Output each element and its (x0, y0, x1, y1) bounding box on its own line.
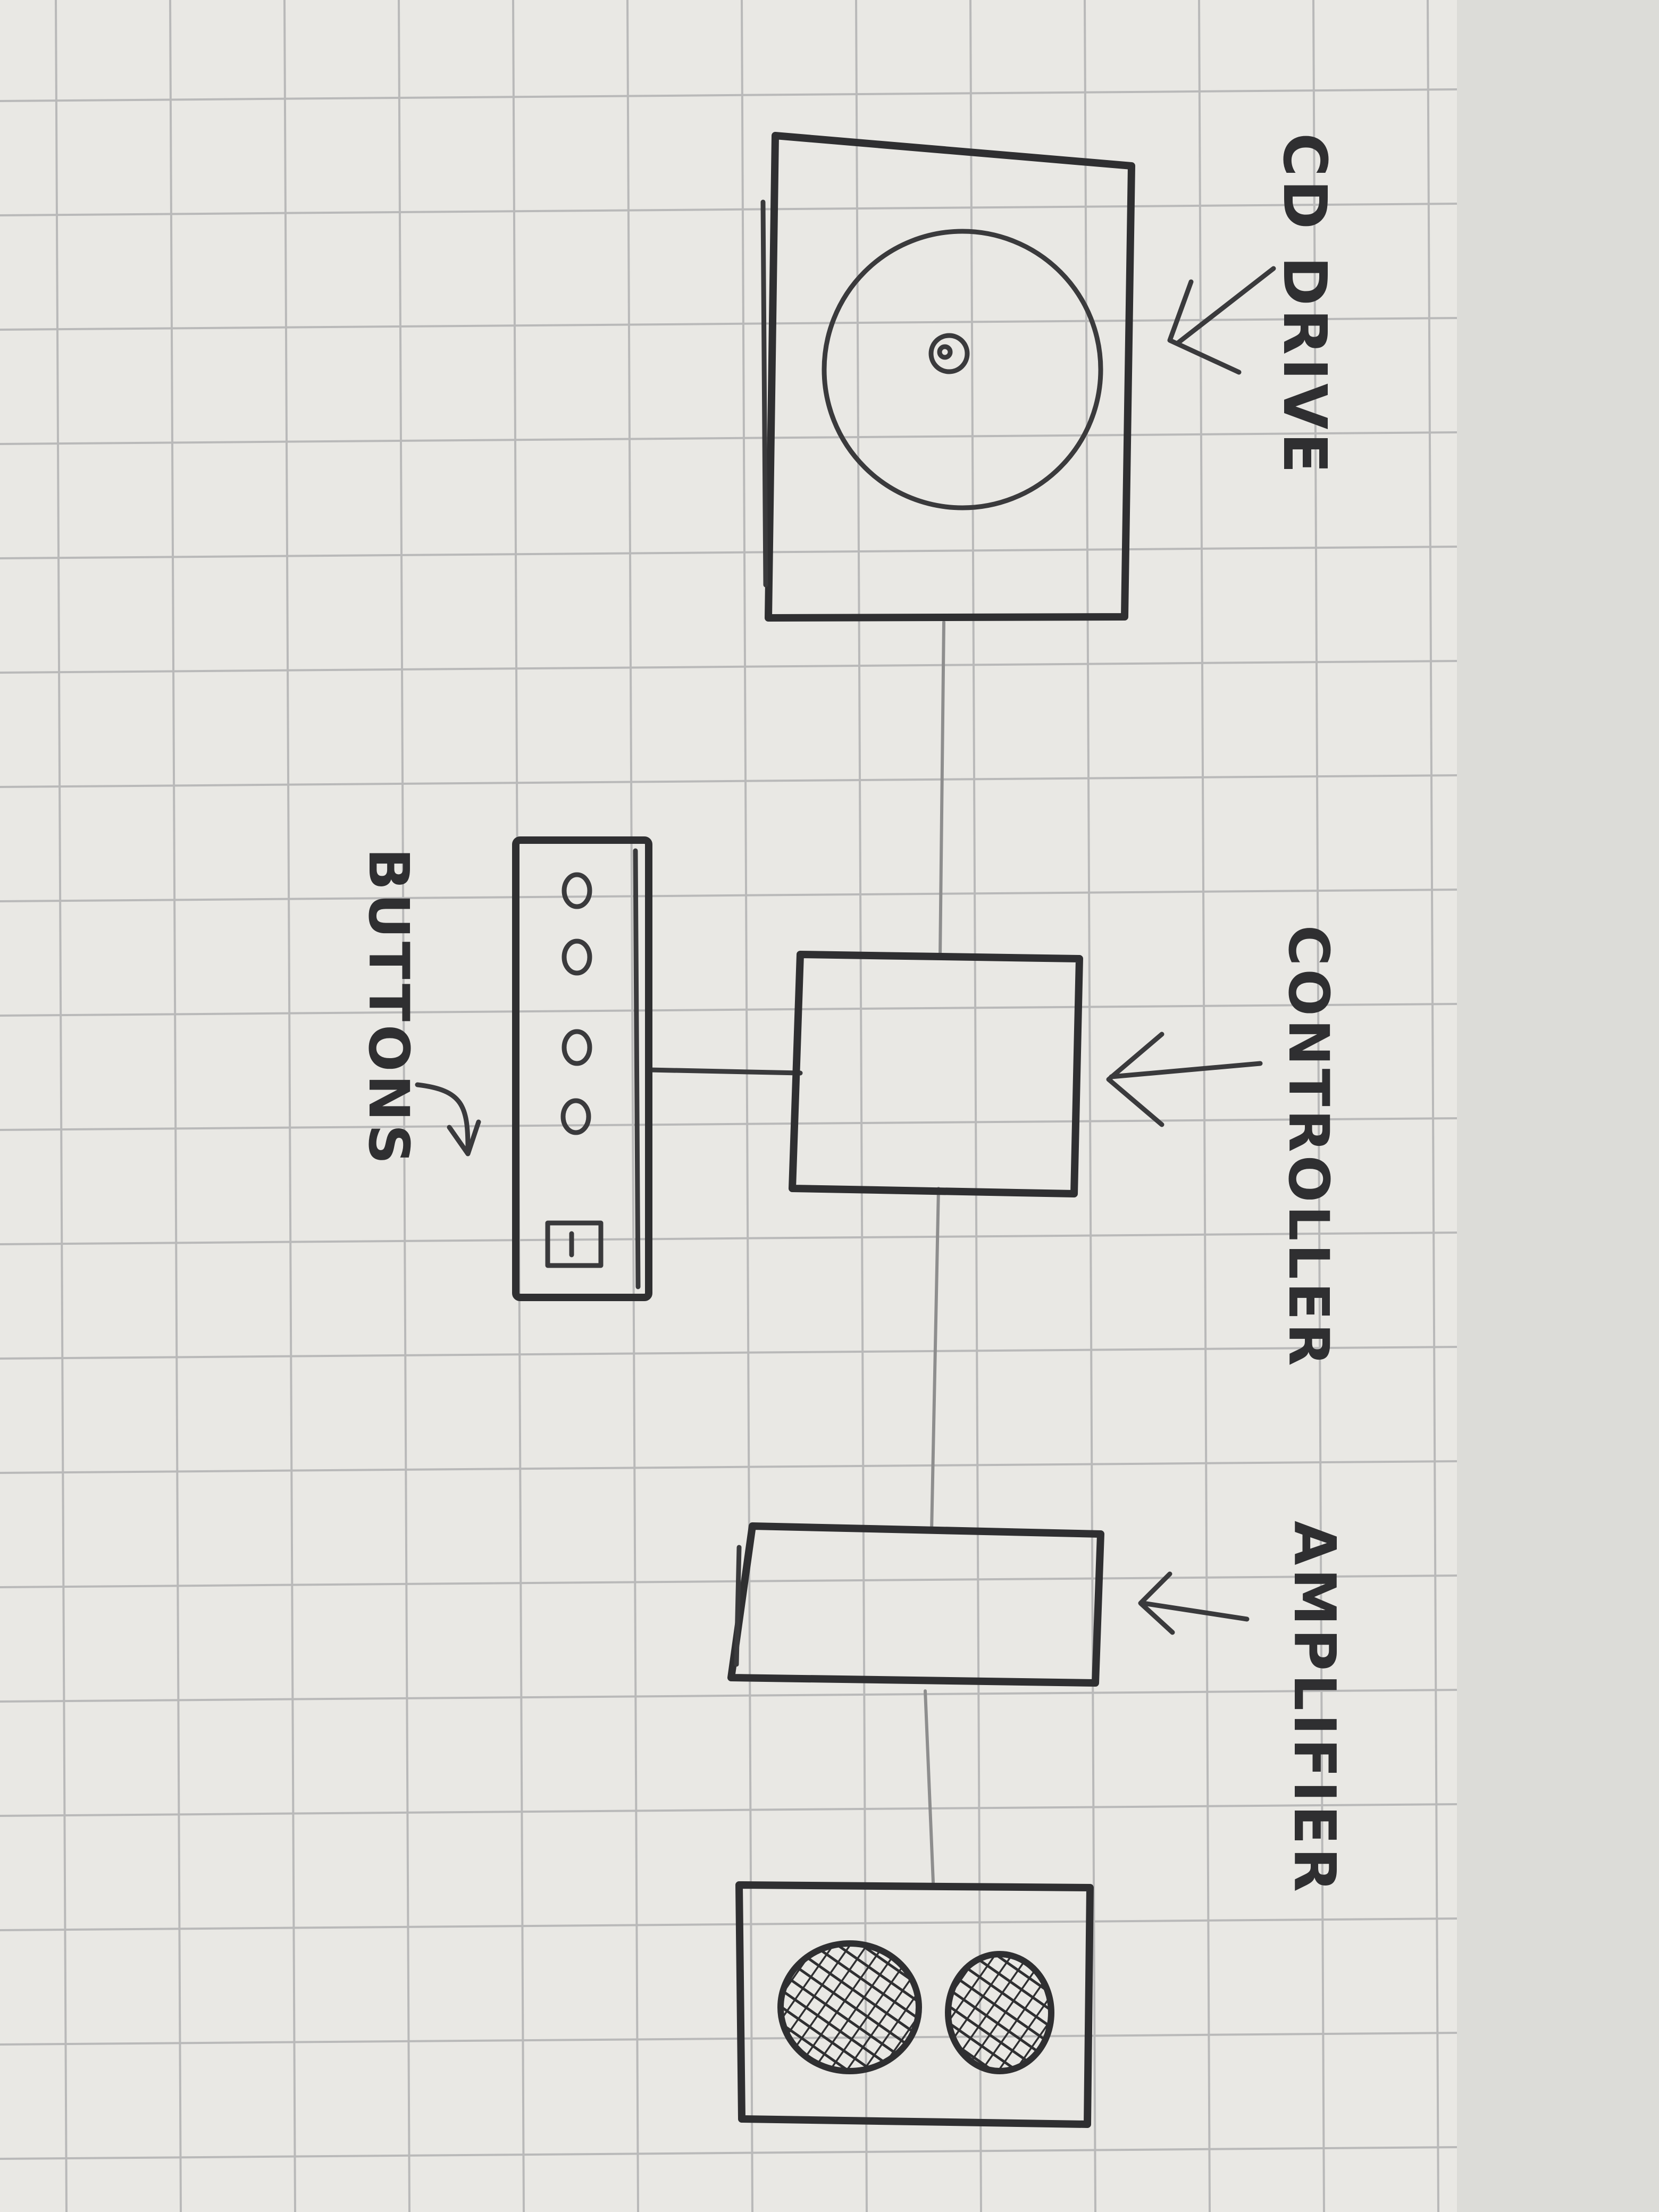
cd-drive-label: CD DRIVE (1270, 133, 1339, 476)
grid-line (0, 773, 1659, 788)
grid-line (0, 1573, 1659, 1588)
grid-line (741, 0, 753, 2212)
grid-line (0, 2144, 1659, 2160)
wire-cd-drive-to-controller (939, 621, 945, 959)
grid-line (0, 1116, 1659, 1131)
grid-line (969, 0, 982, 2212)
grid-line (1198, 0, 1211, 2212)
grid-line (169, 0, 182, 2212)
grid-line (0, 1001, 1659, 1017)
grid-line (855, 0, 868, 2212)
grid-line (0, 1802, 1659, 1817)
grid-line (0, 887, 1659, 902)
grid-line (0, 544, 1659, 559)
grid-line (0, 1687, 1659, 1703)
grid-line (0, 1916, 1659, 1931)
grid-line (55, 0, 68, 2212)
disc-icon (822, 229, 1103, 510)
wire-controller-to-amplifier (930, 1187, 940, 1533)
disc-hub-icon (928, 333, 970, 374)
grid-line (0, 1230, 1659, 1245)
round-button-1 (562, 872, 592, 909)
wire-amplifier-to-speaker (924, 1689, 935, 1884)
amplifier-label: AMPLIFIER (1281, 1521, 1347, 1895)
button-panel-block (512, 836, 652, 1301)
amplifier-block (727, 1522, 1104, 1687)
round-button-4 (560, 1098, 591, 1135)
grid-line (1427, 0, 1439, 2212)
grid-line (0, 315, 1659, 331)
grid-line (0, 87, 1659, 102)
grid-line (398, 0, 410, 2212)
controller-label: CONTROLLER (1276, 925, 1341, 1369)
grid-line (1084, 0, 1096, 2212)
grid-line (626, 0, 639, 2212)
grid-line (0, 430, 1659, 445)
cd-drive-block (760, 132, 1135, 622)
paper-edge-shadow (1457, 0, 1659, 2212)
amplifier-arrow-icon (1138, 1571, 1250, 1635)
square-button (545, 1220, 604, 1268)
grid-line (0, 1459, 1659, 1474)
buttons-label: BUTTONS (356, 848, 421, 1167)
buttons-arrow-icon (415, 1082, 481, 1157)
grid-line (0, 1344, 1659, 1360)
cd-drive-arrow-icon (1167, 266, 1276, 375)
controller-arrow-icon (1106, 1032, 1263, 1127)
round-button-3 (562, 1029, 592, 1066)
grid-line (0, 201, 1659, 216)
tweeter-icon (945, 1951, 1054, 2074)
grid-line (283, 0, 296, 2212)
grid-line (0, 658, 1659, 674)
grid-line (1312, 0, 1325, 2212)
speaker-block (735, 1881, 1094, 2128)
round-button-2 (562, 939, 592, 976)
wire-buttons-to-controller (646, 1067, 803, 1076)
controller-block (789, 951, 1083, 1197)
woofer-icon (777, 1940, 922, 2074)
